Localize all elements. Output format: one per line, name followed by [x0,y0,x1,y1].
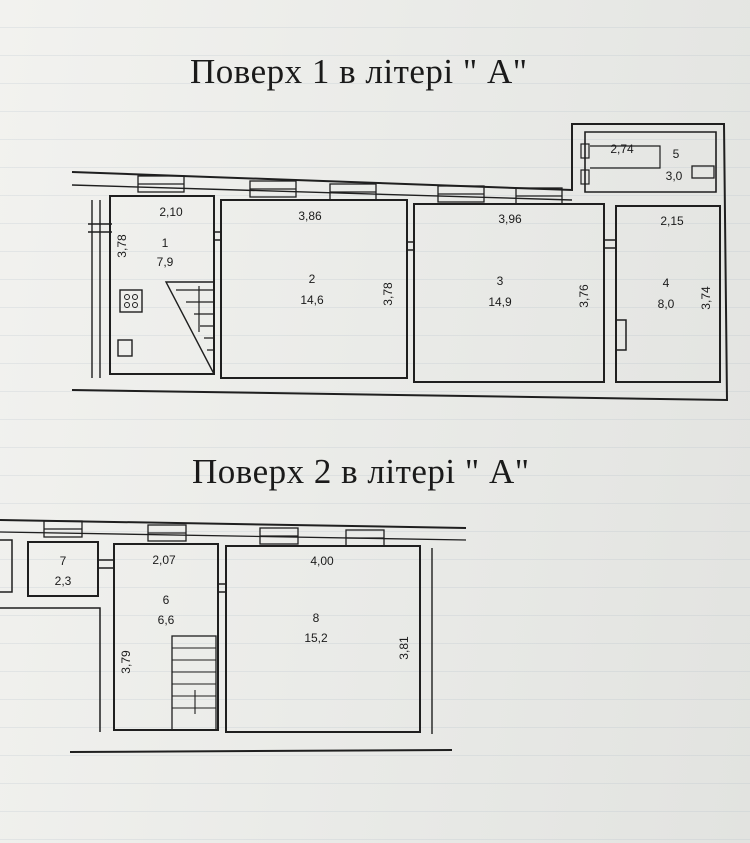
room-3-outline [413,203,605,383]
room-1-outline [109,195,215,375]
room-5-number: 5 [673,147,680,161]
room-2-number: 2 [309,272,316,286]
fixture-icon [580,143,590,159]
burner-icon [132,302,138,308]
room-3-height: 3,76 [577,284,591,308]
room-6-height: 3,79 [119,650,133,674]
room-8-height: 3,81 [397,636,411,660]
floor-2-labels: 7 2,3 2,07 3,79 6 6,6 4,00 3,81 8 15,2 [55,553,411,674]
staircase-2 [171,635,217,731]
room-4-area: 8,0 [658,297,675,311]
floor-2-corridor-wall [0,607,101,732]
floor-1-windows [137,175,563,205]
staircase-2-steps [172,647,216,714]
room-8-outline [225,545,421,733]
floor-1-inner-wall-line [71,184,573,201]
room-5-inner [590,145,661,169]
toilet-icon [691,165,715,179]
room-1-area: 7,9 [157,255,174,269]
staircase-1 [164,281,215,375]
room-3-area: 14,9 [488,295,512,309]
fixture-icon [580,169,590,185]
room-8-area: 15,2 [304,631,328,645]
room-6-width: 2,07 [152,553,176,567]
floor-1-left-wall [91,200,101,378]
room-4-height: 3,74 [699,286,713,310]
floor-1-doors [88,223,627,351]
room-8-number: 8 [313,611,320,625]
burner-icon [124,294,130,300]
floor-2-windows [43,520,385,547]
room-5-outline [584,131,717,193]
room-8-width: 4,00 [310,554,334,568]
floor-1-plan [71,123,729,402]
room-3-number: 3 [497,274,504,288]
stove-icon [119,289,143,313]
room-4-width: 2,15 [660,214,684,228]
room-4-number: 4 [663,276,670,290]
room-7-area: 2,3 [55,574,72,588]
floor-2-doors [98,559,226,593]
room-7-number: 7 [60,554,67,568]
room-1-number: 1 [162,236,169,250]
floor-1-title: Поверх 1 в літері " А" [190,52,528,91]
room-1-height: 3,78 [115,234,129,258]
room-2-outline [220,199,408,379]
room-2-height: 3,78 [381,282,395,306]
room-6-outline [113,543,219,731]
floor-2-plan [0,519,467,753]
burner-icon [124,302,130,308]
room-4-outline [615,205,721,383]
room-7-outline [27,541,99,597]
room-2-width: 3,86 [298,209,322,223]
floor-1-labels: 2,10 3,78 1 7,9 3,86 3,78 2 14,6 3,96 3,… [115,142,713,311]
room-6-number: 6 [163,593,170,607]
floor-2-top-inner [0,531,467,541]
room-5-width: 2,74 [610,142,634,156]
sink-icon [117,339,133,357]
room-3-width: 3,96 [498,212,522,226]
staircase-1-steps [176,286,214,351]
burner-icon [132,294,138,300]
floor-1-outer-wall [71,123,729,402]
room-6-area: 6,6 [158,613,175,627]
room-5-area: 3,0 [666,169,683,183]
room-1-width: 2,10 [159,205,183,219]
floor-2-title: Поверх 2 в літері " А" [192,452,530,491]
floor-2-bottom-wall [69,749,453,753]
floor-2-left-wall [0,539,13,593]
room-2-area: 14,6 [300,293,324,307]
